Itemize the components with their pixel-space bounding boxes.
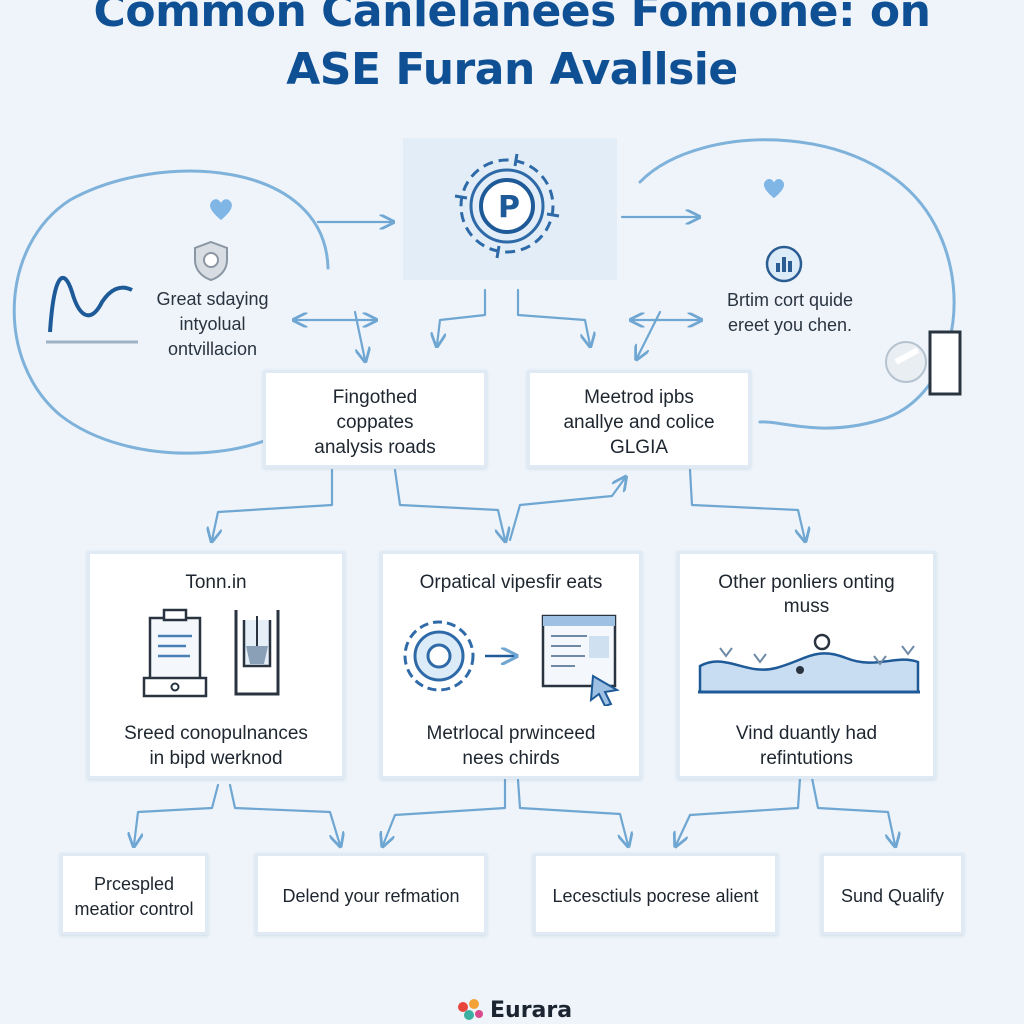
arrow-card1-to-bottom2 — [228, 783, 340, 845]
card-3-body-line-2: refintutions — [760, 748, 853, 769]
card-2-illustration — [403, 614, 620, 706]
mid-box-2-line-2: anallye and colice — [563, 412, 715, 433]
bottom-box-2-line-1: Delend your refmation — [282, 886, 460, 906]
bottom-box-2: Delend your refmation — [255, 853, 487, 935]
card-2: Orpatical vipesfir eats Metrlocal prwinc… — [380, 551, 642, 779]
card-3-title-line-2: muss — [783, 596, 830, 617]
arrow-card3-to-bottom4 — [810, 776, 895, 845]
wave-sensor-icon — [698, 633, 920, 694]
left-cloud-note: Great sdaying intyolual ontvillacion — [130, 287, 295, 362]
left-cloud-outline — [12, 169, 330, 455]
card-2-body: Metrlocal prwinceed nees chirds — [383, 721, 639, 771]
bottom-box-1-line-1: Prcespled — [93, 874, 175, 894]
bottom-box-4-line-1: Sund Qualify — [840, 886, 945, 906]
card-1-body-line-2: in bipd werknod — [149, 748, 283, 769]
card-1-body-line-1: Sreed conopulnances — [124, 723, 308, 744]
arrow-right-note-down — [637, 310, 662, 358]
bottom-box-1-line-2: meatior control — [74, 899, 194, 919]
heart-icon — [763, 179, 785, 199]
mid-box-2: Meetrod ipbs anallye and colice GLGIA — [527, 370, 751, 468]
arrow-center-to-box2 — [516, 288, 590, 345]
card-3: Other ponliers onting muss Vind duantly … — [677, 551, 936, 779]
title-line-2: ASE Furan Avallsie — [286, 44, 738, 95]
brand-name: Eurara — [490, 998, 573, 1023]
card-1-illustration — [142, 608, 280, 698]
left-note-line-1: Great sdaying — [156, 289, 269, 309]
mid-box-1-line-1: Fingothed — [332, 387, 418, 408]
arrow-center-to-box1 — [437, 288, 487, 345]
clipboard-icon — [142, 608, 208, 698]
gear-icon — [403, 620, 475, 692]
bottom-box-4: Sund Qualify — [821, 853, 964, 935]
arrow-card2-to-box2 — [508, 478, 625, 542]
card-1-title: Tonn.in — [185, 572, 247, 593]
bottom-box-3: Lecesctiuls pocrese alient — [533, 853, 778, 935]
bottom-box-1: Prcespled meatior control — [60, 853, 208, 935]
browser-cursor-icon — [541, 614, 620, 706]
arrow-left-note-down — [353, 310, 365, 360]
card-2-body-line-1: Metrlocal prwinceed — [426, 723, 596, 744]
right-note-line-1: Brtim cort quide — [726, 290, 854, 310]
arrow-card3-to-bottom3 — [676, 776, 802, 845]
gear-p-logo-icon: P — [454, 153, 560, 259]
svg-text:P: P — [498, 190, 520, 225]
mid-box-1-line-3: analysis roads — [314, 437, 436, 458]
card-2-title: Orpatical vipesfir eats — [419, 572, 603, 593]
left-note-line-2: intyolual — [179, 314, 246, 334]
arrow-card2-to-bottom3 — [516, 778, 628, 845]
card-3-title-line-1: Other ponliers onting — [718, 572, 895, 593]
arrow-card1-to-bottom1 — [134, 783, 220, 845]
right-note-line-2: ereet you chen. — [727, 315, 853, 335]
bottom-box-3-line-1: Lecesctiuls pocrese alient — [552, 886, 759, 906]
arrow-card2-to-bottom2 — [383, 778, 507, 845]
line-chart-icon — [46, 276, 138, 344]
card-3-body-line-1: Vind duantly had — [735, 723, 878, 744]
shield-icon — [194, 240, 228, 282]
card-2-body-line-2: nees chirds — [462, 748, 560, 769]
card-1: Tonn.in Sreed conopulnances in bipd werk… — [87, 551, 345, 779]
lab-device-icon — [234, 610, 280, 696]
chart-badge-icon — [765, 245, 803, 283]
heart-icon — [210, 199, 232, 220]
arrow-box1-to-card1 — [212, 468, 334, 540]
card-3-body: Vind duantly had refintutions — [680, 721, 933, 771]
center-logo-panel: P — [403, 138, 617, 280]
left-note-line-3: ontvillacion — [167, 339, 258, 359]
device-icon — [885, 330, 962, 396]
card-1-body: Sreed conopulnances in bipd werknod — [90, 721, 342, 771]
mid-box-2-line-3: GLGIA — [609, 437, 669, 458]
right-cloud-note: Brtim cort quide ereet you chen. — [690, 288, 890, 338]
mid-box-1-line-2: coppates — [336, 412, 414, 433]
right-cloud-outline — [638, 138, 956, 430]
title-line-1: Common Canlelanees Fomione: on — [93, 0, 931, 37]
mid-box-1: Fingothed coppates analysis roads — [263, 370, 487, 468]
card-3-title: Other ponliers onting muss — [680, 571, 933, 619]
brand-logo-icon — [458, 999, 483, 1020]
arrow-box1-to-card2 — [393, 468, 505, 540]
mid-box-2-line-1: Meetrod ipbs — [584, 387, 694, 408]
arrow-box2-to-card3 — [688, 468, 805, 540]
